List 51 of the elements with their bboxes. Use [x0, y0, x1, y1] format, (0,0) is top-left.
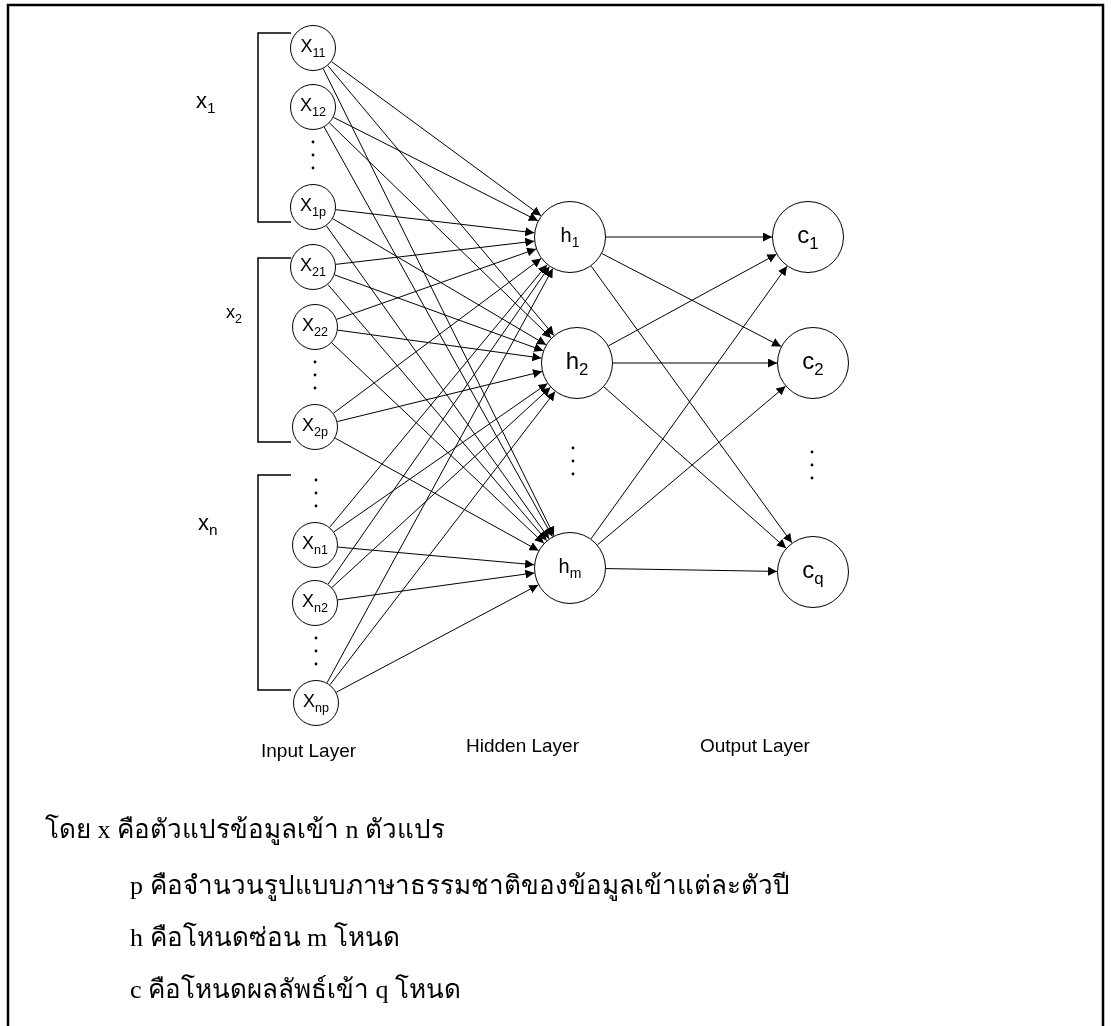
- neuron-circle: X$_{n2}$: [292, 580, 338, 626]
- arrow: [331, 342, 545, 544]
- arrow: [605, 232, 773, 242]
- arrow: [329, 391, 556, 686]
- neuron-circle: X$_{n1}$: [292, 522, 338, 568]
- neuron-circle: c$_{1}$: [772, 201, 844, 273]
- neuron-circle: X$_{np}$: [293, 680, 339, 726]
- arrow: [612, 358, 778, 368]
- arrow: [336, 247, 537, 320]
- arrow: [337, 546, 535, 569]
- bracket-label: x$_{1}$: [196, 88, 216, 118]
- arrow: [327, 266, 550, 585]
- layer-label: Hidden Layer: [466, 735, 580, 757]
- neuron-circle: c$_{q}$: [777, 536, 849, 608]
- neuron-circle: X$_{1p}$: [290, 184, 336, 230]
- neuron-circle: h$_{2}$: [541, 327, 613, 399]
- neuron-circle: X$_{11}$: [290, 25, 336, 71]
- arrow: [333, 383, 548, 533]
- neuron-circle: X$_{12}$: [290, 84, 336, 130]
- arrow: [331, 61, 542, 217]
- arrow: [332, 258, 542, 414]
- arrow: [335, 209, 535, 237]
- layer-label: Input Layer: [261, 740, 357, 762]
- neuron-circle: h$_{m}$: [534, 532, 606, 604]
- bracket-label: x$_{n}$: [198, 510, 218, 540]
- arrow: [337, 569, 535, 601]
- neuron-circle: X$_{21}$: [290, 244, 336, 290]
- arrow: [605, 566, 778, 576]
- bracket-label: x$_{2}$: [226, 302, 242, 326]
- neuron-circle: X$_{2p}$: [292, 404, 338, 450]
- legend-text: c คือโหนดผลลัพธ์เข้า q โหนด: [130, 973, 462, 1006]
- arrow: [337, 329, 542, 362]
- neuron-circle: c$_{2}$: [777, 327, 849, 399]
- legend-text: โดย x คือตัวแปรข้อมูลเข้า n ตัวแปร: [45, 813, 445, 847]
- arrow: [325, 225, 550, 540]
- arrow: [326, 268, 554, 684]
- arrow: [332, 218, 547, 346]
- arrow: [331, 386, 551, 588]
- arrow: [334, 437, 539, 552]
- arrow: [327, 65, 555, 336]
- arrow: [336, 369, 543, 423]
- arrow: [335, 584, 539, 693]
- arrow: [335, 237, 535, 265]
- arrow: [329, 122, 552, 339]
- legend-text: p คือจำนวนรูปแบบภาษาธรรมชาติของข้อมูลเข้าแต่ละตัวปี: [130, 870, 790, 903]
- legend-text: h คือโหนดซ่อน m โหนด: [130, 921, 400, 954]
- arrow: [334, 274, 544, 352]
- arrow: [333, 116, 539, 222]
- neuron-circle: h$_{1}$: [534, 201, 606, 273]
- neuron-circle: X$_{22}$: [292, 304, 338, 350]
- layer-label: Output Layer: [700, 735, 810, 757]
